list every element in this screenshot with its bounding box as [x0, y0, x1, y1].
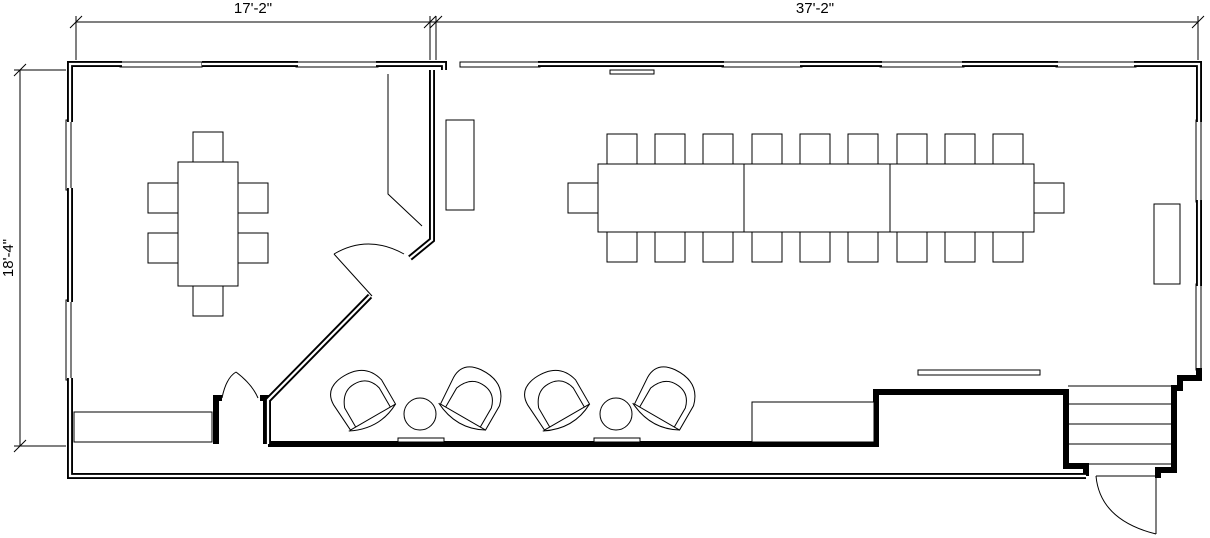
chair [147, 232, 179, 264]
chair [147, 182, 179, 214]
built-ins [73, 69, 1181, 465]
chair [606, 133, 638, 165]
dimension-depth: 18'-4" [0, 239, 17, 277]
counter-right [751, 401, 875, 443]
chair [799, 133, 831, 165]
chair [847, 231, 879, 263]
tv-top [609, 69, 655, 75]
chair [1033, 182, 1065, 214]
table-large [597, 163, 1035, 233]
chair [847, 133, 879, 165]
lounge-chair [330, 369, 397, 432]
chair [237, 182, 269, 214]
chair [654, 133, 686, 165]
chairs-bottom [606, 231, 1024, 263]
wall-inner-lines [68, 62, 1201, 478]
large-conference-table [567, 133, 1065, 263]
chair [751, 231, 783, 263]
chairs-top [606, 133, 1024, 165]
tv-bottom-1 [397, 437, 445, 443]
chair [992, 231, 1024, 263]
chair [896, 133, 928, 165]
tv-bottom-2 [593, 437, 641, 443]
lounge-chair [438, 366, 502, 431]
chair [192, 131, 224, 163]
wall-shelf [917, 369, 1041, 376]
side-table [403, 397, 437, 431]
counter-left [73, 411, 213, 443]
stairs [1068, 385, 1172, 465]
chair [944, 231, 976, 263]
credenza-left [445, 119, 475, 211]
chair [606, 231, 638, 263]
credenza-right [1153, 203, 1181, 285]
chair [567, 182, 599, 214]
lounge-seating [330, 366, 696, 432]
chair [654, 231, 686, 263]
chair [799, 231, 831, 263]
chair [237, 232, 269, 264]
chair [192, 285, 224, 317]
small-conference-table [147, 131, 269, 317]
chair [751, 133, 783, 165]
chair [992, 133, 1024, 165]
exterior-walls [67, 61, 1202, 479]
doors [221, 74, 1157, 535]
chair [702, 231, 734, 263]
chair [702, 133, 734, 165]
chair [944, 133, 976, 165]
side-table [599, 397, 633, 431]
dimension-width-left: 17'-2" [234, 0, 272, 17]
lounge-chair [632, 366, 696, 431]
dimension-width-right: 37'-2" [796, 0, 834, 17]
table-small [177, 161, 239, 287]
dimension-lines [13, 15, 1205, 453]
chair [896, 231, 928, 263]
lounge-chair [524, 369, 591, 432]
